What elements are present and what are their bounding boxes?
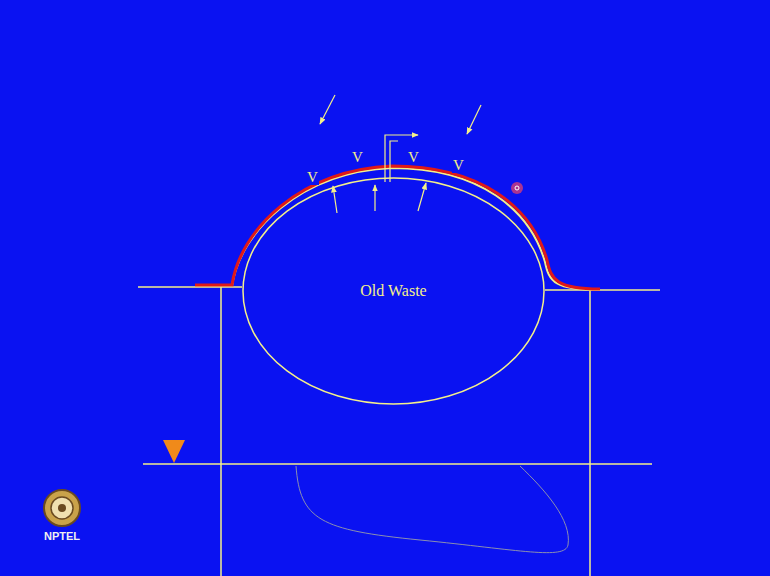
water-table (143, 463, 652, 465)
water-table-symbol (163, 440, 185, 463)
gas-arrow (418, 183, 426, 211)
volatile-label: V (351, 150, 364, 165)
logo-text: NPTEL (43, 531, 81, 542)
gas-arrow (374, 185, 375, 211)
volatile-label: V (452, 158, 465, 173)
logo-emblem (44, 490, 80, 526)
cover-layer (195, 168, 600, 290)
gas-vent (389, 147, 390, 182)
rain-arrow (467, 105, 481, 134)
cap-liner (195, 166, 600, 289)
node-text: Old Waste (360, 282, 426, 300)
cutoff-wall (589, 290, 591, 576)
gas-vent (390, 141, 398, 147)
contaminant-plume (296, 466, 568, 553)
volatile-label: V (306, 170, 319, 185)
volatile-label: V (407, 150, 420, 165)
ground-line (545, 289, 660, 291)
waste-body: Old Waste (242, 177, 545, 405)
gas-vent (384, 147, 385, 182)
gas-arrow (333, 186, 337, 213)
pointer-marker (511, 182, 523, 194)
rain-arrow (320, 95, 335, 124)
gas-vent (385, 135, 418, 147)
pointer-marker (515, 186, 519, 190)
cutoff-wall (220, 287, 222, 576)
